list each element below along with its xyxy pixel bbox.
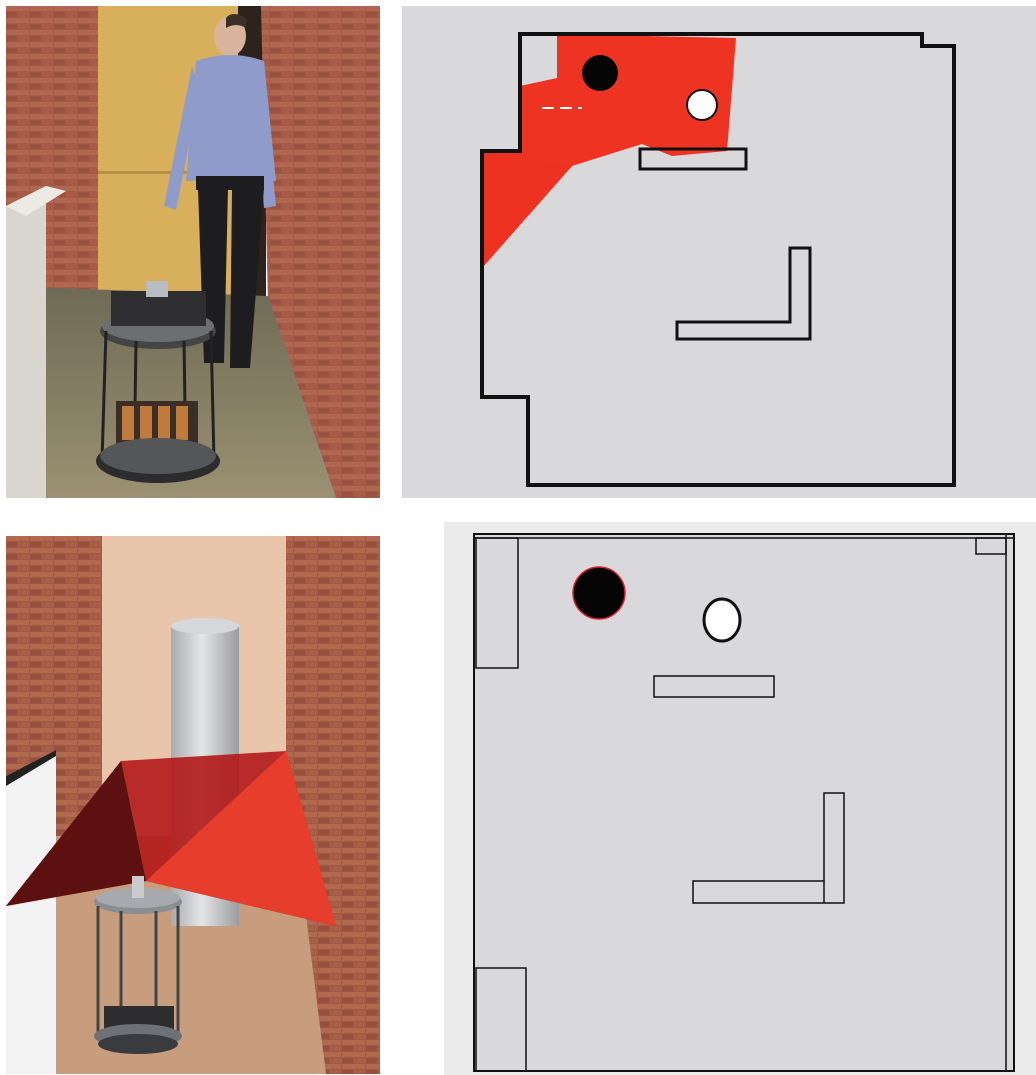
sim-counter — [6, 750, 56, 1074]
simulated-floorplan — [444, 522, 1036, 1075]
white-circle-marker — [687, 90, 717, 120]
black-circle-sim — [573, 567, 625, 619]
floor-boundary — [474, 534, 1014, 1071]
white-circle-sim — [704, 599, 740, 641]
black-circle-marker — [582, 55, 618, 91]
photo-real-robot — [6, 6, 380, 498]
occupancy-map-image — [402, 6, 1036, 498]
simulated-render-image — [6, 536, 380, 1074]
occupancy-map — [402, 6, 1036, 498]
simulated-floorplan-image — [444, 522, 1036, 1075]
simulated-render — [6, 536, 380, 1074]
photo-real-robot-image — [6, 6, 380, 498]
counter — [6, 186, 46, 498]
